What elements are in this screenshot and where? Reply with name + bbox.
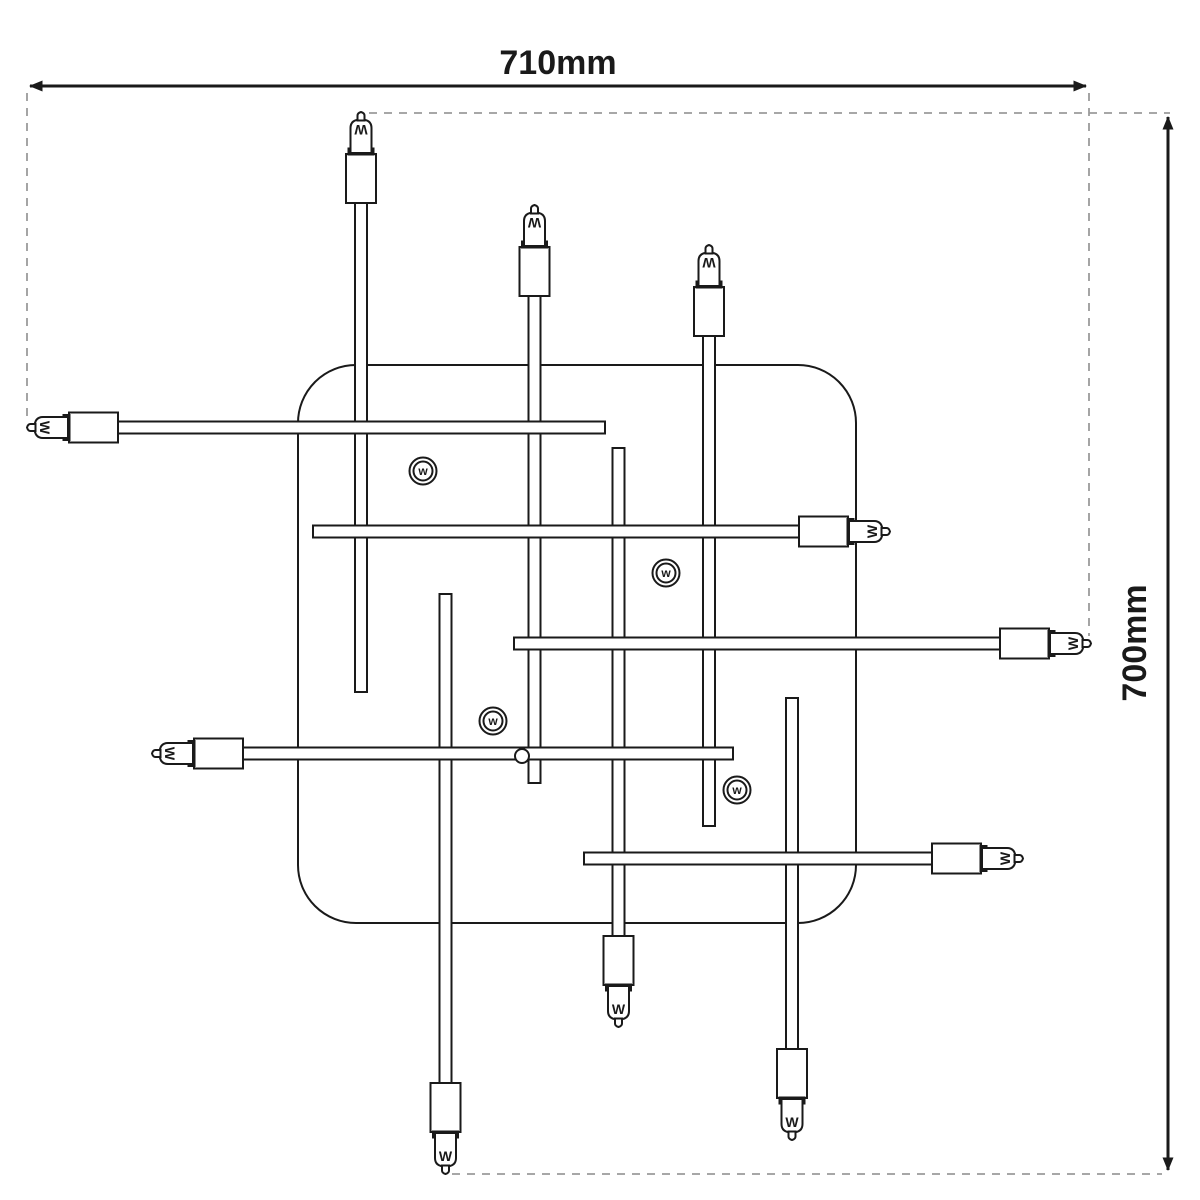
bulb-marking: W [612, 1001, 626, 1017]
marker-letter: w [417, 464, 428, 478]
lamp-tube-horizontal-4 [242, 746, 734, 761]
bulb-marking: W [702, 255, 716, 271]
halogen-bulb-right-2: W [999, 627, 1092, 660]
vertical-tubes [354, 202, 799, 1084]
halogen-bulb-bottom-3: W [776, 1048, 808, 1141]
bulb-marking: W [354, 122, 368, 138]
lamp-tube-horizontal-3 [513, 636, 1001, 651]
halogen-bulb-top-2: W [518, 204, 551, 297]
lamp-tube-horizontal-1 [117, 420, 606, 435]
marker-inner-circle [412, 460, 434, 482]
lamp-tube-horizontal-2 [312, 524, 800, 539]
lamp-tube-vertical-2 [527, 295, 542, 784]
marker-letter: w [731, 783, 742, 797]
bulb-marking: W [439, 1148, 453, 1164]
lamp-tube-horizontal-5 [583, 851, 933, 866]
bulb-marking: W [997, 851, 1013, 865]
marker-inner-circle [482, 710, 504, 732]
marker-inner-circle [655, 562, 677, 584]
bulb-marking: W [162, 747, 178, 761]
bulb-marking: W [785, 1114, 799, 1130]
halogen-bulb-right-3: W [931, 842, 1024, 875]
bulb-marking: W [1065, 636, 1081, 650]
height-dimension: 700mm [1116, 116, 1174, 1171]
marker-inner-circle [726, 779, 748, 801]
halogen-bulb-top-1: W [345, 111, 377, 204]
width-dimension-label: 710mm [499, 44, 616, 82]
wattage-marker-3: w [478, 706, 508, 736]
width-dimension: 710mm [29, 44, 1087, 92]
dimension-guides [26, 93, 1170, 1175]
horizontal-tubes [117, 420, 1001, 866]
marker-letter: w [660, 566, 671, 580]
wattage-marker-4: w [722, 775, 752, 805]
lamp-tube-vertical-4 [438, 593, 453, 1084]
lamp-tube-vertical-1 [354, 202, 368, 693]
wattage-marker-1: w [408, 456, 438, 486]
height-dimension-label: 700mm [1116, 584, 1154, 701]
tube-joint-ball [514, 748, 530, 764]
halogen-bulb-left-1: W [26, 411, 119, 444]
halogen-bulb-top-3: W [693, 244, 725, 337]
marker-letter: w [487, 714, 498, 728]
halogen-bulb-bottom-2: W [602, 935, 635, 1028]
wattage-marker-2: w [651, 558, 681, 588]
bulb-marking: W [864, 524, 880, 538]
halogen-bulb-right-1: W [798, 515, 891, 548]
bulb-marking: W [37, 421, 53, 435]
bulb-marking: W [527, 215, 541, 231]
halogen-bulb-left-2: W [151, 737, 244, 770]
halogen-bulb-bottom-1: W [429, 1082, 462, 1175]
lamp-tube-vertical-6 [785, 697, 799, 1050]
